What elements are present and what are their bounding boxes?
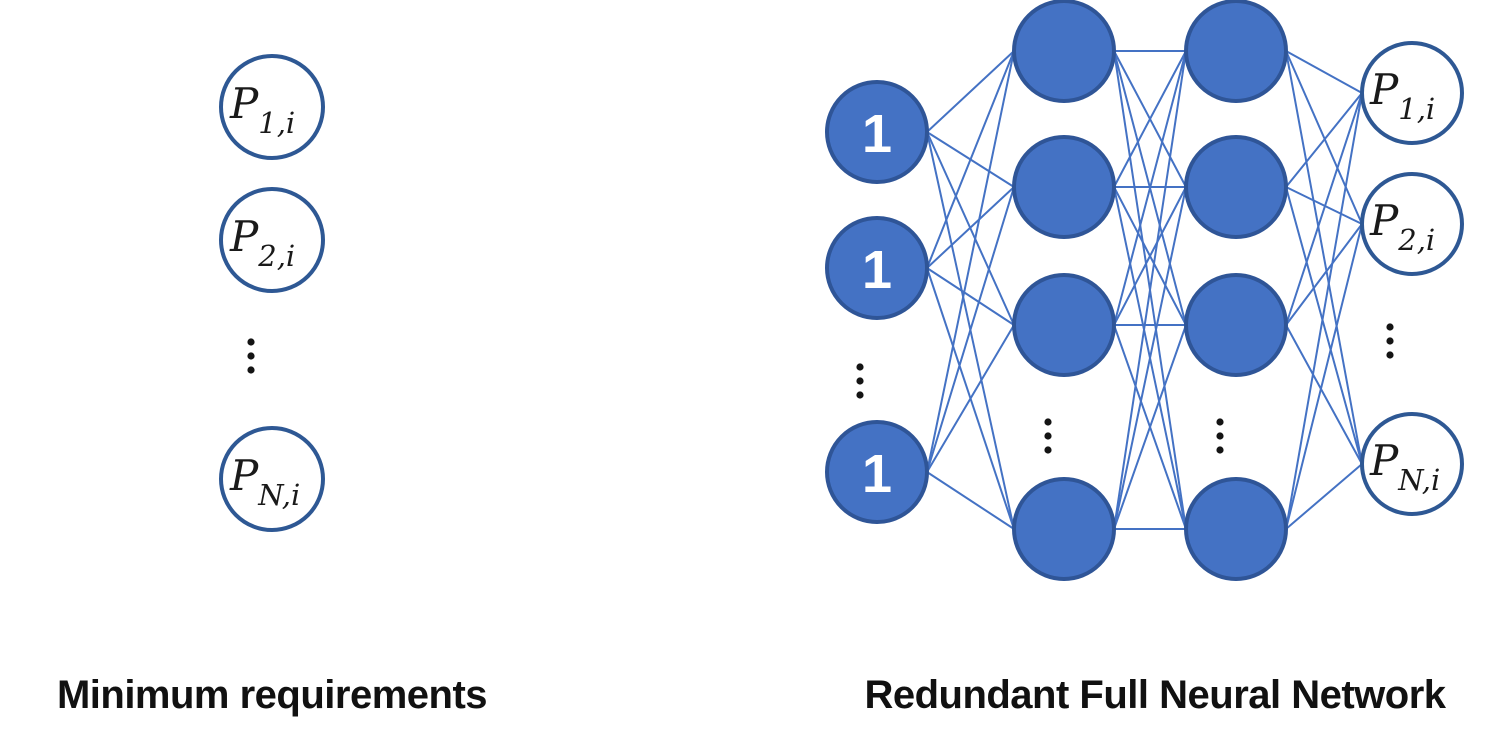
- connection-line-hidden2-to-output: [1285, 92, 1363, 326]
- hidden2-node: [1184, 135, 1288, 239]
- hidden1-ellipsis-dot: [1044, 446, 1052, 454]
- connection-line-hidden2-to-output: [1285, 186, 1363, 225]
- minimal-node: [219, 426, 325, 532]
- connection-line-input-to-hidden1: [926, 267, 1015, 326]
- minimal-node-label: P1,i: [229, 79, 295, 140]
- minimal-node-label: PN,i: [229, 451, 300, 512]
- hidden2-node: [1184, 0, 1288, 103]
- connection-line-input-to-hidden1: [926, 50, 1015, 473]
- input-ellipsis-dot: [856, 391, 864, 399]
- connection-line-hidden1-to-hidden2: [1113, 50, 1187, 188]
- connection-line-hidden2-to-output: [1285, 50, 1363, 225]
- connection-line-hidden2-to-output: [1285, 92, 1363, 188]
- input-node-label: 1: [862, 444, 892, 504]
- hidden1-node: [1012, 0, 1116, 103]
- output-ellipsis-dot: [1386, 323, 1394, 331]
- hidden1-node: [1012, 135, 1116, 239]
- minimal-node-label: P2,i: [229, 212, 295, 273]
- connection-line-hidden2-to-output: [1285, 324, 1363, 465]
- caption-minimum-requirements: Minimum requirements: [56, 673, 488, 717]
- connection-line-hidden2-to-output: [1285, 50, 1363, 465]
- minimal-ellipsis-dot: [247, 338, 255, 346]
- input-ellipsis-dot: [856, 377, 864, 385]
- connection-line-input-to-hidden1: [926, 186, 1015, 269]
- connection-line-hidden2-to-output: [1285, 223, 1363, 530]
- input-node-label: 1: [862, 104, 892, 164]
- connection-line-hidden2-to-output: [1285, 463, 1363, 530]
- connection-line-input-to-hidden1: [926, 324, 1015, 473]
- connection-line-hidden1-to-hidden2: [1113, 186, 1187, 530]
- hidden1-ellipsis-dot: [1044, 432, 1052, 440]
- connection-line-input-to-hidden1: [926, 186, 1015, 473]
- hidden2-node: [1184, 273, 1288, 377]
- caption-redundant-full-neural-network: Redundant Full Neural Network: [864, 673, 1446, 717]
- connection-line-hidden2-to-output: [1285, 186, 1363, 465]
- connection-line-hidden1-to-hidden2: [1113, 186, 1187, 326]
- hidden1-node: [1012, 477, 1116, 581]
- minimal-ellipsis-dot: [247, 366, 255, 374]
- output-node-label: P2,i: [1369, 196, 1435, 257]
- minimal-ellipsis-dot: [247, 352, 255, 360]
- connection-line-hidden1-to-hidden2: [1113, 50, 1187, 326]
- connection-line-hidden1-to-hidden2: [1113, 324, 1187, 530]
- output-node-label: PN,i: [1369, 436, 1440, 497]
- connection-line-hidden2-to-output: [1285, 50, 1363, 94]
- output-node-label: P1,i: [1369, 65, 1435, 126]
- output-node: [1360, 41, 1464, 145]
- input-node: [825, 80, 929, 184]
- output-node: [1360, 172, 1464, 276]
- minimal-node: [219, 187, 325, 293]
- connection-line-hidden2-to-output: [1285, 223, 1363, 326]
- connection-line-input-to-hidden1: [926, 471, 1015, 530]
- hidden2-ellipsis-dot: [1216, 446, 1224, 454]
- connection-line-hidden2-to-output: [1285, 92, 1363, 530]
- connection-line-hidden1-to-hidden2: [1113, 50, 1187, 530]
- hidden1-node: [1012, 273, 1116, 377]
- connection-line-input-to-hidden1: [926, 50, 1015, 269]
- output-ellipsis-dot: [1386, 351, 1394, 359]
- input-ellipsis-dot: [856, 363, 864, 371]
- hidden2-ellipsis-dot: [1216, 418, 1224, 426]
- connection-line-input-to-hidden1: [926, 50, 1015, 133]
- output-node: [1360, 412, 1464, 516]
- input-node: [825, 216, 929, 320]
- hidden2-node: [1184, 477, 1288, 581]
- input-node: [825, 420, 929, 524]
- hidden2-ellipsis-dot: [1216, 432, 1224, 440]
- input-node-label: 1: [862, 240, 892, 300]
- hidden1-ellipsis-dot: [1044, 418, 1052, 426]
- minimal-node: [219, 54, 325, 160]
- output-ellipsis-dot: [1386, 337, 1394, 345]
